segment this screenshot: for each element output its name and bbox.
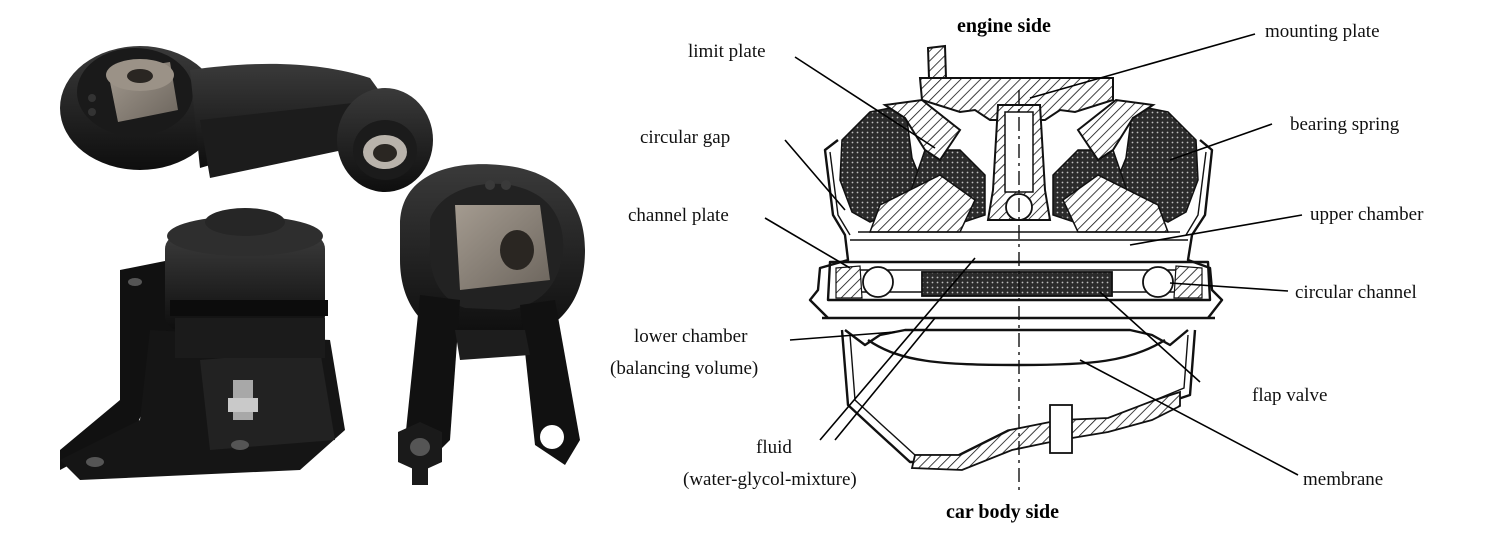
flap-valve (921, 271, 1113, 297)
leader-upper-chamber (1129, 214, 1303, 246)
leader-bearing-spring (1169, 123, 1273, 161)
cross-section-diagram (808, 44, 1224, 490)
label-channel-plate: channel plate (628, 205, 729, 226)
leader-fluid-2 (834, 317, 936, 441)
label-car-body-side: car body side (946, 501, 1059, 523)
leader-membrane (1079, 359, 1299, 476)
label-bearing-spring: bearing spring (1290, 114, 1400, 135)
label-balancing-volume: (balancing volume) (610, 358, 758, 379)
channel-plate (826, 260, 1212, 302)
label-mounting-plate: mounting plate (1265, 21, 1380, 42)
bushing-mount-image (398, 164, 585, 485)
leader-channel-plate (764, 217, 851, 269)
label-fluid: fluid (756, 437, 792, 458)
label-circular-channel: circular channel (1295, 282, 1417, 303)
leader-lower-chamber (789, 331, 896, 341)
label-flap-valve: flap valve (1252, 385, 1327, 406)
label-limit-plate: limit plate (688, 41, 766, 62)
circular-channel-left (862, 266, 894, 298)
leader-lines (764, 33, 1303, 476)
label-water-glycol-mixture: (water-glycol-mixture) (683, 469, 857, 490)
torque-rod-mount-image (60, 46, 433, 192)
base-plate (910, 390, 1181, 471)
leader-fluid-1 (819, 257, 976, 441)
label-membrane: membrane (1303, 469, 1383, 490)
leader-limit-plate (794, 56, 936, 149)
label-engine-side: engine side (957, 15, 1051, 37)
leader-mounting-plate (1029, 33, 1256, 99)
membrane (867, 338, 1166, 367)
upper-housing (808, 139, 1224, 319)
limit-plate (882, 98, 1156, 162)
label-lower-chamber: lower chamber (634, 326, 748, 347)
circular-channel-right (1142, 266, 1174, 298)
leader-circular-gap (784, 139, 846, 211)
label-upper-chamber: upper chamber (1310, 204, 1424, 225)
leader-flap-valve (1099, 291, 1201, 383)
labels: engine side car body side limit plate mo… (610, 15, 1424, 523)
leader-circular-channel (1169, 282, 1289, 292)
hydraulic-engine-mount-image (60, 208, 345, 480)
label-circular-gap: circular gap (640, 127, 730, 148)
